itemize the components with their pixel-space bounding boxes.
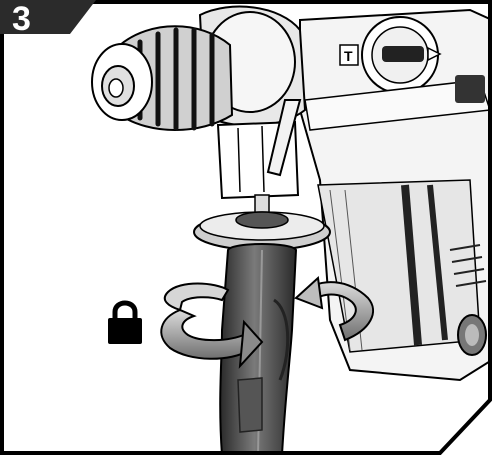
step-badge: 3 bbox=[0, 0, 96, 38]
drill-body: T bbox=[299, 8, 492, 382]
side-handle-clamp bbox=[216, 99, 302, 216]
rotation-arrow-right bbox=[294, 275, 374, 342]
step-number: 3 bbox=[12, 0, 31, 38]
padlock-icon bbox=[108, 300, 142, 344]
rotation-arrow-left bbox=[160, 282, 264, 369]
side-handle-grip bbox=[219, 243, 298, 455]
drill-chuck bbox=[91, 5, 307, 131]
svg-text:T: T bbox=[344, 48, 353, 64]
side-handle-disc bbox=[193, 211, 331, 251]
